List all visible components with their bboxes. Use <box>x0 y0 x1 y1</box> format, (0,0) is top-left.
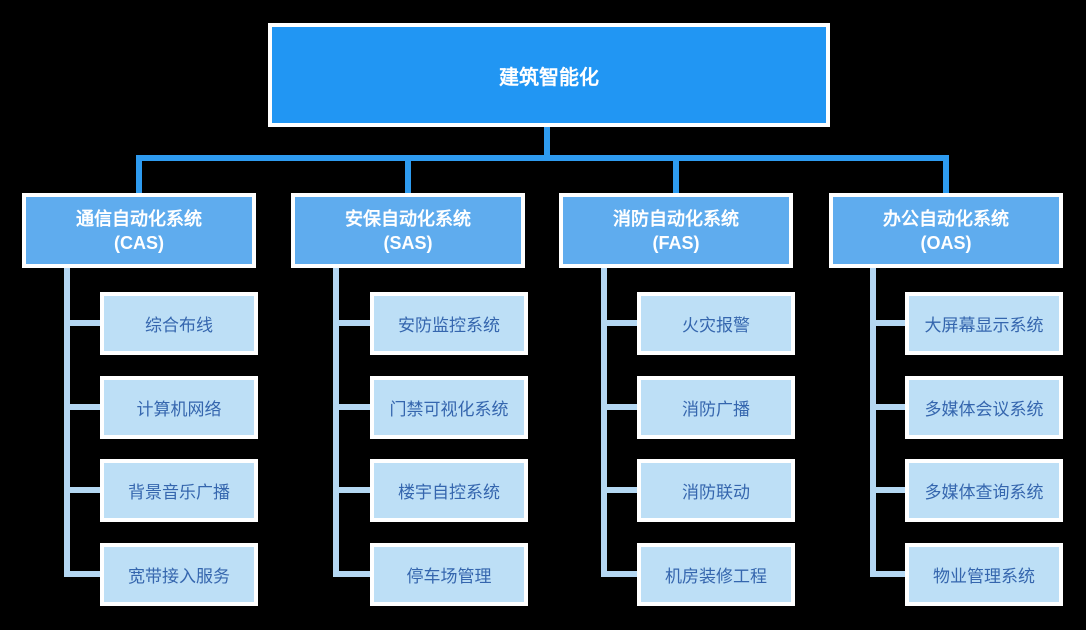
connector-stub <box>870 487 909 493</box>
connector-drop-branch-4 <box>943 155 949 193</box>
connector-stub <box>333 571 374 577</box>
branch-node-sas: 安保自动化系统 (SAS) <box>291 193 525 268</box>
child-node: 消防联动 <box>637 459 795 522</box>
child-node: 安防监控系统 <box>370 292 528 355</box>
branch-node-label: 安保自动化系统 <box>345 208 471 229</box>
child-node-label: 大屏幕显示系统 <box>924 316 1044 335</box>
connector-bus <box>136 155 949 161</box>
child-node: 背景音乐广播 <box>100 459 258 522</box>
connector-stub <box>601 320 641 326</box>
child-node: 火灾报警 <box>637 292 795 355</box>
child-node-label: 门禁可视化系统 <box>389 400 509 419</box>
child-node-label: 物业管理系统 <box>933 567 1035 586</box>
child-node: 消防广播 <box>637 376 795 439</box>
branch-node-oas: 办公自动化系统 (OAS) <box>829 193 1063 268</box>
child-node: 门禁可视化系统 <box>370 376 528 439</box>
connector-stub <box>64 571 104 577</box>
child-node: 综合布线 <box>100 292 258 355</box>
branch-node-label: 办公自动化系统 <box>883 208 1009 229</box>
branch-node-abbr: (FAS) <box>652 232 700 253</box>
root-node-label: 建筑智能化 <box>499 66 599 89</box>
child-node-label: 火灾报警 <box>682 316 750 335</box>
root-node: 建筑智能化 <box>268 23 830 127</box>
child-node: 物业管理系统 <box>905 543 1063 606</box>
connector-spine-branch-1 <box>64 268 70 577</box>
connector-stub <box>870 320 909 326</box>
child-node-label: 消防联动 <box>682 483 750 502</box>
branch-node-abbr: (OAS) <box>920 232 972 253</box>
child-node: 多媒体查询系统 <box>905 459 1063 522</box>
child-node-label: 楼宇自控系统 <box>398 483 500 502</box>
child-node: 宽带接入服务 <box>100 543 258 606</box>
child-node-label: 停车场管理 <box>406 567 492 586</box>
child-node: 多媒体会议系统 <box>905 376 1063 439</box>
child-node-label: 综合布线 <box>145 316 213 335</box>
connector-drop-branch-2 <box>405 155 411 193</box>
connector-stub <box>333 320 374 326</box>
connector-stub <box>601 487 641 493</box>
child-node: 楼宇自控系统 <box>370 459 528 522</box>
child-node-label: 消防广播 <box>682 400 750 419</box>
child-node-label: 计算机网络 <box>136 400 222 419</box>
connector-spine-branch-3 <box>601 268 607 577</box>
child-node-label: 多媒体会议系统 <box>924 400 1044 419</box>
connector-root-stem <box>544 127 550 161</box>
connector-stub <box>333 404 374 410</box>
child-node-label: 宽带接入服务 <box>128 567 230 586</box>
child-node-label: 机房装修工程 <box>665 567 767 586</box>
child-node: 机房装修工程 <box>637 543 795 606</box>
branch-node-label: 消防自动化系统 <box>613 208 739 229</box>
branch-node-label: 通信自动化系统 <box>76 208 202 229</box>
connector-stub <box>64 487 104 493</box>
child-node-label: 多媒体查询系统 <box>924 483 1044 502</box>
connector-spine-branch-4 <box>870 268 876 577</box>
child-node: 停车场管理 <box>370 543 528 606</box>
connector-stub <box>64 320 104 326</box>
child-node-label: 安防监控系统 <box>398 316 500 335</box>
connector-stub <box>870 571 909 577</box>
connector-drop-branch-1 <box>136 155 142 193</box>
connector-stub <box>601 404 641 410</box>
child-node: 计算机网络 <box>100 376 258 439</box>
branch-node-cas: 通信自动化系统 (CAS) <box>22 193 256 268</box>
connector-stub <box>333 487 374 493</box>
branch-node-fas: 消防自动化系统 (FAS) <box>559 193 793 268</box>
branch-node-abbr: (SAS) <box>383 232 433 253</box>
child-node-label: 背景音乐广播 <box>128 483 230 502</box>
connector-spine-branch-2 <box>333 268 339 577</box>
connector-drop-branch-3 <box>673 155 679 193</box>
connector-stub <box>870 404 909 410</box>
connector-stub <box>601 571 641 577</box>
branch-node-abbr: (CAS) <box>114 232 164 253</box>
child-node: 大屏幕显示系统 <box>905 292 1063 355</box>
connector-stub <box>64 404 104 410</box>
